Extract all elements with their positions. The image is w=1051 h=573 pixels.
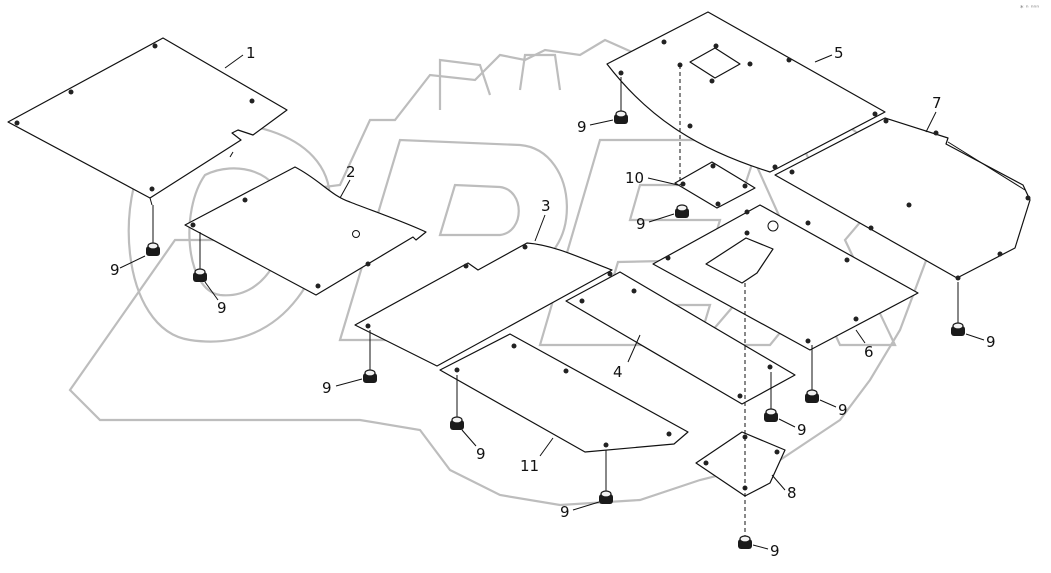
callout-7: 7: [932, 94, 942, 112]
leader-6: [855, 329, 866, 344]
corner-mark: * ⁿ ⁿⁿⁿ: [1020, 4, 1039, 12]
callout-1: 1: [246, 44, 256, 62]
fastener-9-g: [675, 204, 689, 218]
leader-5: [814, 54, 833, 63]
callout-9-f: 9: [577, 118, 587, 136]
callout-11: 11: [520, 457, 539, 475]
callout-10: 10: [625, 169, 644, 187]
part-2-panel: [184, 166, 427, 296]
callout-9-h: 9: [797, 421, 807, 439]
part-3-panel: [354, 242, 613, 367]
leader-8: [771, 474, 786, 491]
leader-2: [339, 179, 351, 199]
fastener-9-i: [805, 389, 819, 403]
leader-1: [224, 54, 244, 69]
part-7-panel: [774, 117, 1031, 281]
part-1-panel: [7, 37, 288, 206]
leader-11: [539, 437, 554, 457]
callout-9-i: 9: [838, 401, 848, 419]
fastener-9-j: [951, 322, 965, 336]
fastener-group: 9 9 9 9 9 9 9 9: [110, 77, 996, 560]
fastener-9-h: [764, 408, 778, 422]
part-6-panel: [652, 204, 919, 351]
leader-7: [925, 111, 937, 133]
fastener-9-d: [450, 416, 464, 430]
callout-8: 8: [787, 484, 797, 502]
callout-9-j: 9: [986, 333, 996, 351]
fastener-9-k: [738, 535, 752, 549]
leader-10: [647, 177, 679, 186]
leader-4: [627, 334, 641, 363]
callout-4: 4: [613, 363, 623, 381]
callout-9-e: 9: [560, 503, 570, 521]
fastener-9-e: [599, 490, 613, 504]
part-4-panel: [565, 271, 796, 405]
callout-9-c: 9: [322, 379, 332, 397]
part-11-panel: [439, 333, 689, 453]
callout-5: 5: [834, 44, 844, 62]
callout-9-a: 9: [110, 261, 120, 279]
part-8-plate: [695, 431, 786, 497]
callout-3: 3: [541, 197, 551, 215]
leader-3: [534, 214, 546, 242]
fastener-9-c: [363, 369, 377, 383]
callout-9-g: 9: [636, 215, 646, 233]
callout-2: 2: [346, 163, 356, 181]
callout-6: 6: [864, 343, 874, 361]
callout-9-d: 9: [476, 445, 486, 463]
callout-9-k: 9: [770, 542, 780, 560]
part-10-plate: [674, 161, 756, 209]
fastener-9-f: [614, 110, 628, 124]
fastener-9-a: [146, 242, 160, 256]
fastener-9-b: [193, 268, 207, 282]
callout-9-b: 9: [217, 299, 227, 317]
